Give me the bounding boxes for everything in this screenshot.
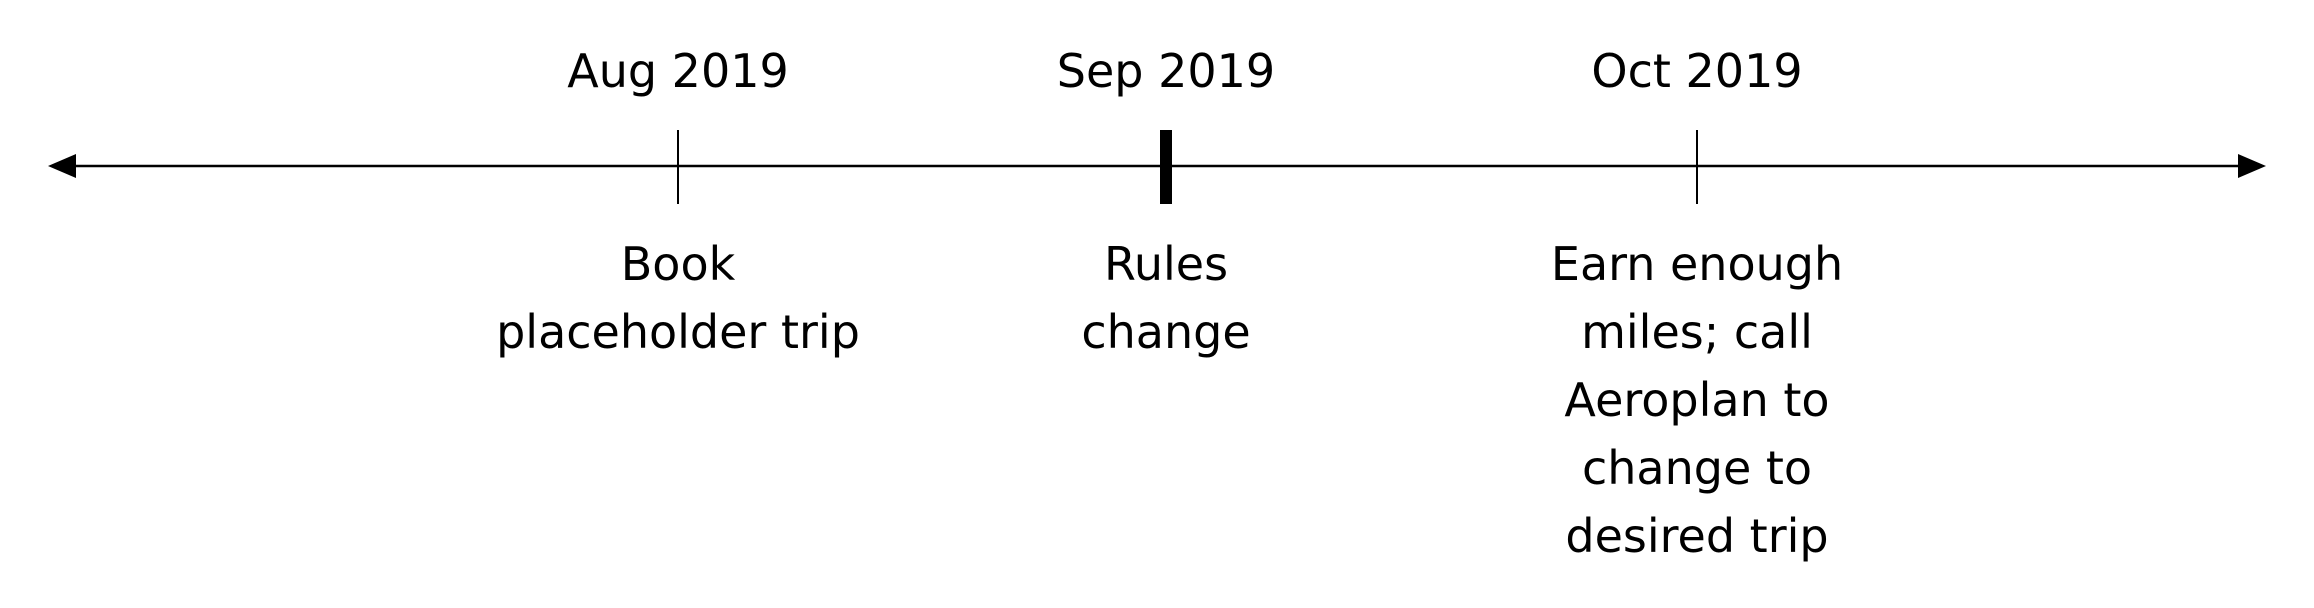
event-earn-miles: Earn enough miles; call Aeroplan to chan… [1551, 230, 1843, 570]
month-label-oct: Oct 2019 [1591, 44, 1803, 98]
arrow-right-icon [2238, 154, 2266, 178]
event-line: miles; call [1581, 305, 1813, 359]
event-line: Aeroplan to [1564, 373, 1830, 427]
arrow-left-icon [48, 154, 76, 178]
event-book-placeholder-trip: Book placeholder trip [496, 230, 860, 366]
month-label-sep: Sep 2019 [1056, 44, 1276, 98]
event-line: placeholder trip [496, 305, 860, 359]
event-line: change to [1581, 441, 1813, 495]
event-line: desired trip [1565, 509, 1829, 563]
event-rules-change: Rules change [1081, 230, 1250, 366]
event-line: Book [620, 237, 736, 291]
month-label-aug: Aug 2019 [567, 44, 789, 98]
event-line: change [1081, 305, 1251, 359]
event-line: Earn enough [1550, 237, 1844, 291]
event-line: Rules [1103, 237, 1229, 291]
